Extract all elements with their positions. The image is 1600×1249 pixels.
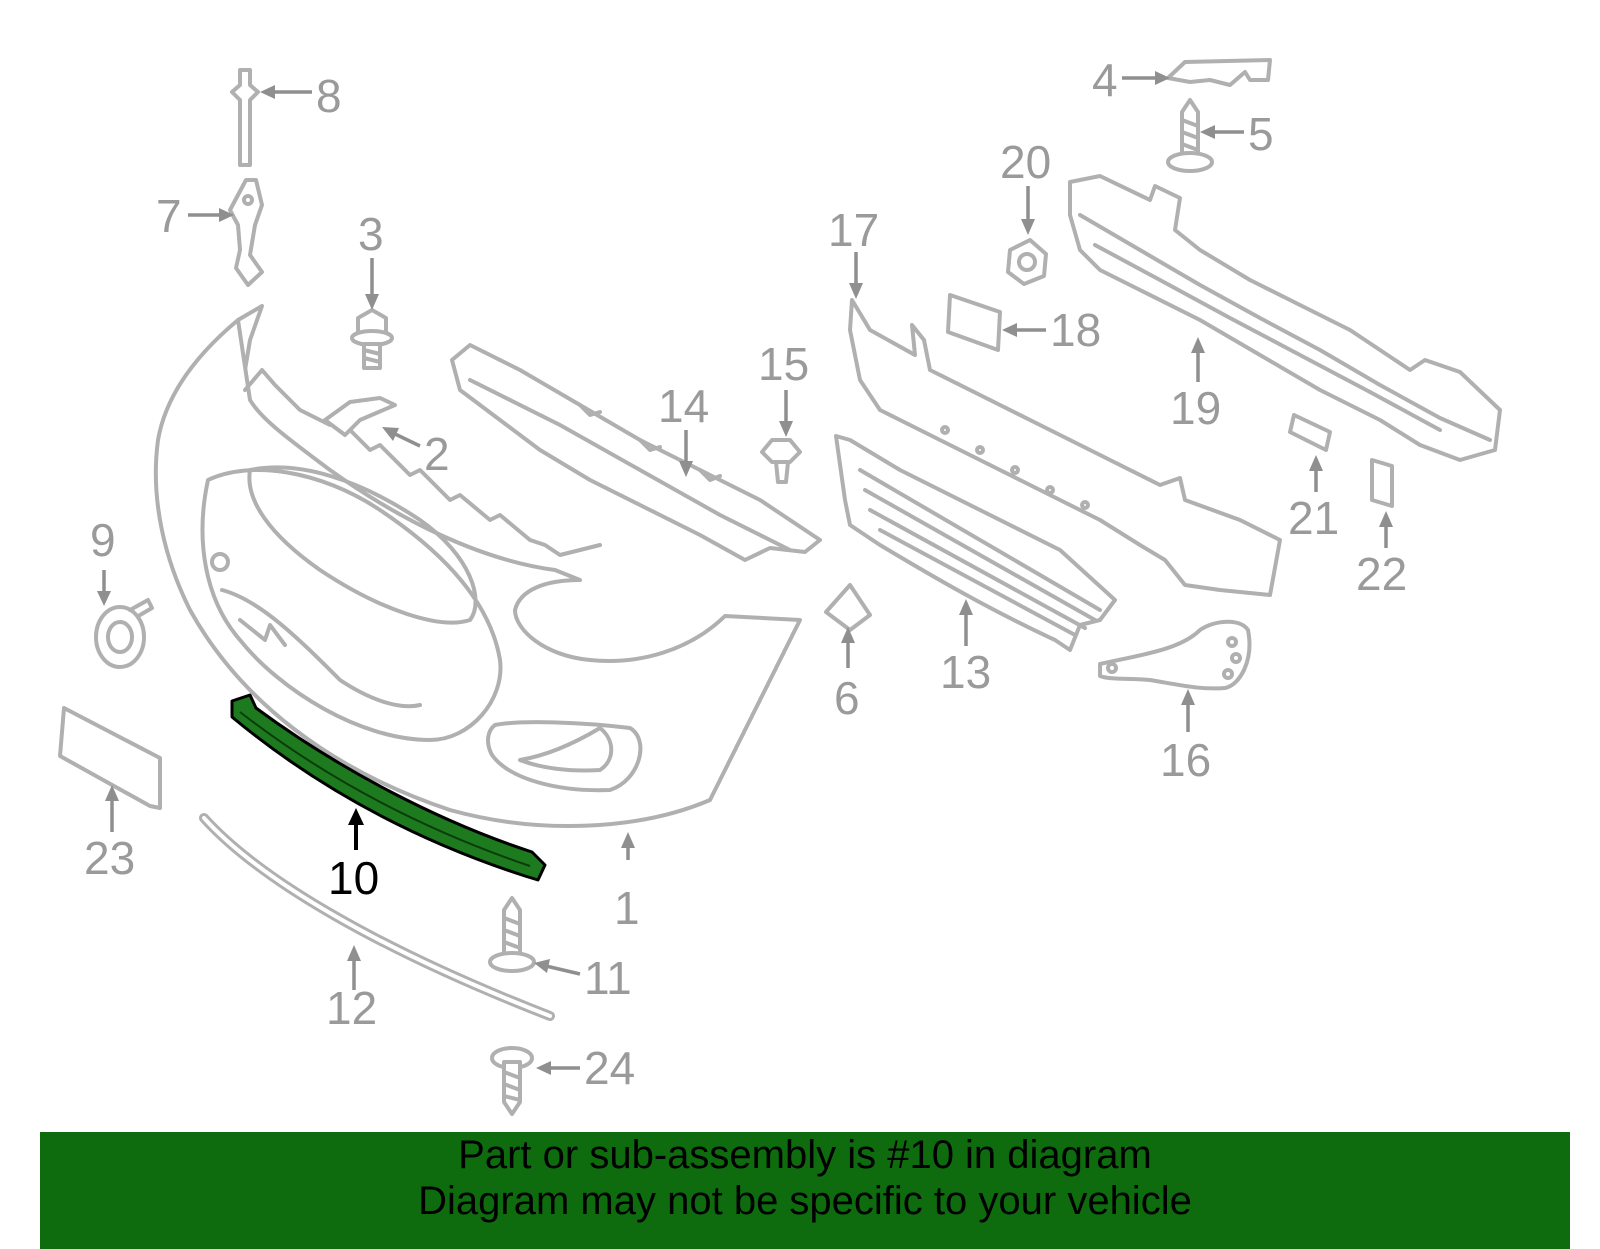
part-5-screw — [1166, 98, 1214, 173]
part-20-nut — [1006, 238, 1048, 286]
callout-5: 5 — [1248, 108, 1274, 160]
callout-8: 8 — [316, 70, 342, 122]
callout-11: 11 — [584, 952, 632, 1004]
callout-22: 22 — [1356, 548, 1407, 600]
part-11-screw — [488, 896, 536, 973]
callout-7: 7 — [156, 190, 182, 242]
part-18-label-plate — [946, 293, 1002, 352]
banner-line-1: Part or sub-assembly is #10 in diagram — [458, 1133, 1152, 1177]
callout-labels: 1 2 3 4 5 6 7 8 9 10 11 12 13 14 15 16 1… — [84, 54, 1407, 1094]
part-24-screw — [490, 1046, 534, 1116]
banner-line-2: Diagram may not be specific to your vehi… — [418, 1179, 1192, 1223]
callout-4: 4 — [1092, 54, 1118, 106]
callout-21: 21 — [1288, 492, 1339, 544]
part-10-lower-strip — [230, 693, 547, 882]
part-8-pin — [230, 68, 260, 167]
callout-9: 9 — [90, 514, 116, 566]
callout-12: 12 — [326, 982, 377, 1034]
part-3-bolt — [350, 308, 394, 370]
part-7-bracket — [228, 178, 264, 287]
part-12-trim-strip — [199, 813, 555, 1021]
info-banner: Part or sub-assembly is #10 in diagram D… — [40, 1132, 1570, 1249]
callout-16: 16 — [1160, 734, 1211, 786]
part-19-reinforcement-beam — [1068, 174, 1502, 462]
part-1-bumper-cover — [153, 304, 802, 828]
callout-15: 15 — [758, 338, 809, 390]
part-23-plate-bracket — [58, 706, 162, 810]
part-14-upper-absorber — [450, 343, 822, 562]
callout-2: 2 — [424, 428, 450, 480]
callout-3: 3 — [358, 208, 384, 260]
part-4-bracket — [1166, 58, 1272, 87]
part-2-clip-plate — [323, 396, 397, 437]
callout-24: 24 — [584, 1042, 635, 1094]
part-13-lower-grille — [834, 434, 1117, 652]
callout-19: 19 — [1170, 382, 1221, 434]
callout-20: 20 — [1000, 136, 1051, 188]
part-15-push-clip — [760, 438, 802, 484]
callout-17: 17 — [828, 204, 879, 256]
part-9-grommet — [94, 598, 154, 669]
callout-18: 18 — [1050, 304, 1101, 356]
callout-23: 23 — [84, 832, 135, 884]
part-22-pad — [1370, 458, 1394, 508]
callout-6: 6 — [834, 672, 860, 724]
callout-10: 10 — [328, 852, 379, 904]
callout-14: 14 — [658, 380, 709, 432]
part-16-bracket — [1098, 619, 1252, 691]
part-17-lower-absorber — [848, 298, 1282, 597]
callout-13: 13 — [940, 646, 991, 698]
part-21-pad — [1288, 413, 1332, 452]
part-6-clip — [824, 583, 872, 632]
callout-1: 1 — [614, 882, 640, 934]
callout-arrows — [97, 71, 1393, 1075]
